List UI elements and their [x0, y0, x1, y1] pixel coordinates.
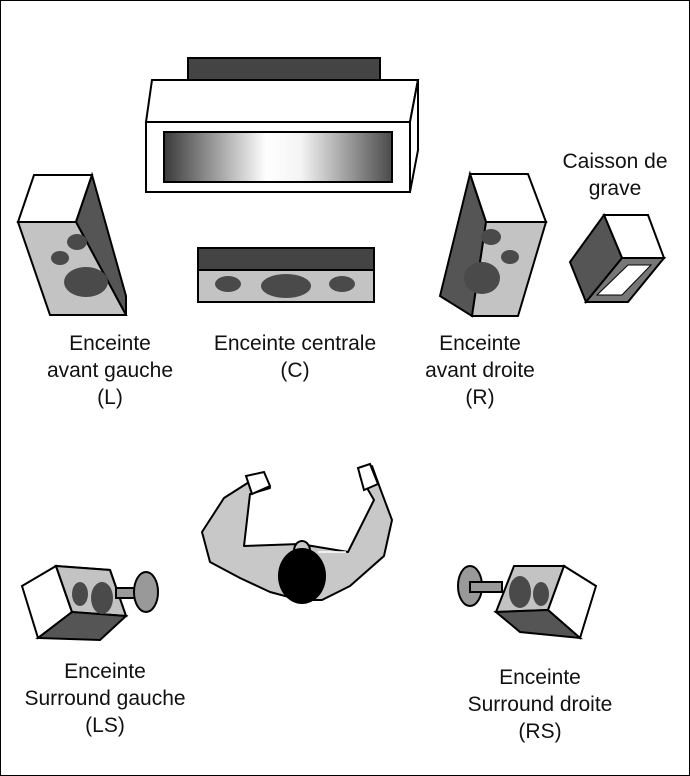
label-front-right: Enceinte avant droite (R) — [390, 330, 570, 411]
label-surround-left-line1: Enceinte — [64, 660, 146, 683]
label-front-left-line2: avant gauche — [46, 359, 174, 382]
label-front-right-line2: avant droite — [425, 359, 535, 382]
label-front-right-line3: (R) — [465, 386, 495, 409]
label-surround-right-line1: Enceinte — [499, 666, 581, 689]
label-front-left-line1: Enceinte — [69, 332, 151, 355]
label-surround-right: Enceinte Surround droite (RS) — [440, 664, 640, 745]
label-surround-left-line2: Surround gauche — [24, 687, 186, 710]
front-right-speaker — [438, 170, 548, 318]
surround-left-speaker — [20, 564, 159, 642]
surround-right-speaker — [457, 564, 598, 640]
center-speaker — [197, 247, 375, 303]
label-subwoofer: Caisson de grave — [540, 148, 690, 202]
label-surround-left: Enceinte Surround gauche (LS) — [0, 658, 210, 739]
label-surround-right-line2: Surround droite — [467, 693, 613, 716]
label-front-right-line1: Enceinte — [439, 332, 521, 355]
label-center: Enceinte centrale (C) — [190, 330, 400, 384]
label-surround-left-line3: (LS) — [85, 714, 125, 737]
listener — [201, 462, 393, 604]
label-surround-right-line3: (RS) — [518, 720, 562, 743]
front-left-speaker — [16, 171, 128, 316]
tv-display — [144, 57, 420, 193]
label-front-left: Enceinte avant gauche (L) — [20, 330, 200, 411]
label-subwoofer-line2: grave — [588, 177, 642, 200]
label-subwoofer-line1: Caisson de — [562, 150, 668, 173]
label-center-line2: (C) — [280, 359, 310, 382]
subwoofer — [568, 212, 667, 304]
label-center-line1: Enceinte centrale — [213, 332, 377, 355]
label-front-left-line3: (L) — [97, 386, 123, 409]
